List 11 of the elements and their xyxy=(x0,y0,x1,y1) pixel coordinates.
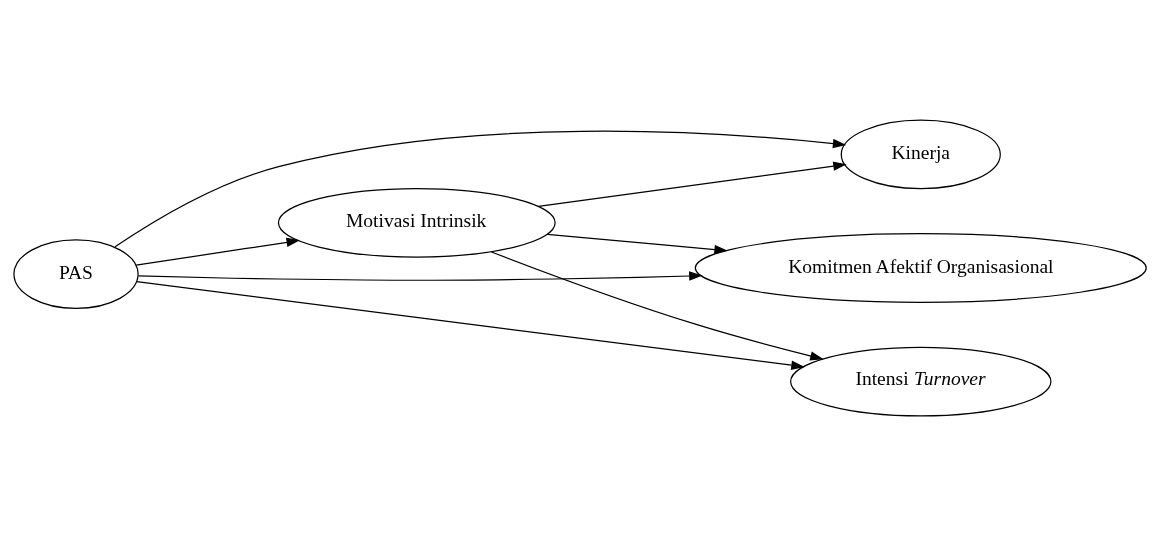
arrow xyxy=(114,130,847,247)
node-ellipse: Kinerja xyxy=(840,119,1001,189)
node-ellipse: Motivasi Intrinsik xyxy=(277,187,556,258)
arrow xyxy=(546,233,728,254)
node-ellipse: PAS xyxy=(13,238,139,309)
arrow xyxy=(135,237,300,266)
node-ellipse: Komitmen Afektif Organisasional xyxy=(694,232,1147,303)
arrow xyxy=(137,270,703,281)
arrow xyxy=(136,280,805,370)
arrow xyxy=(490,250,824,361)
arrow xyxy=(537,161,847,207)
